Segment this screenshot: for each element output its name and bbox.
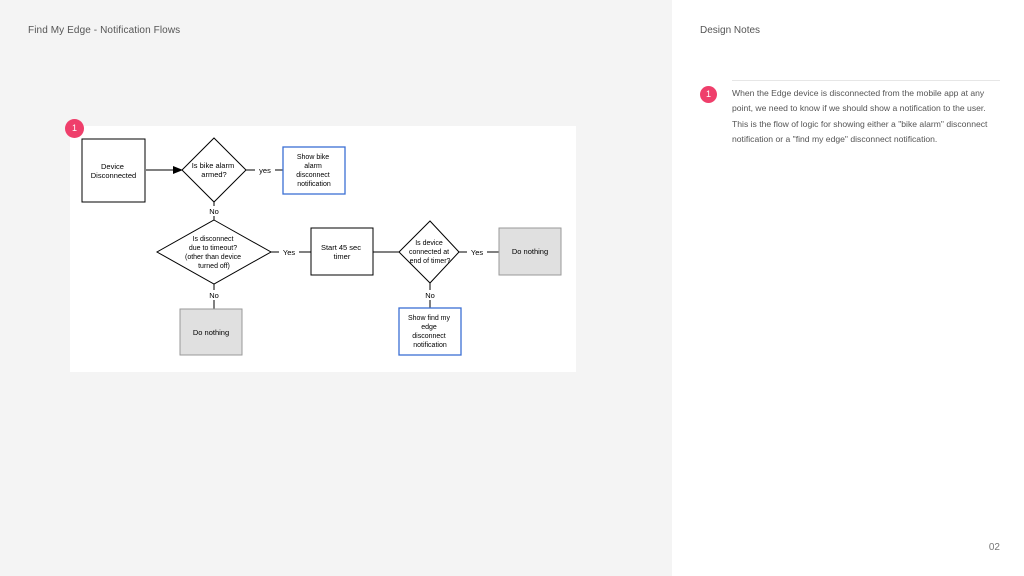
svg-text:Is device connected: Is device connected at end of timer? xyxy=(409,240,451,265)
note-text: When the Edge device is disconnected fro… xyxy=(732,88,988,144)
svg-text:Do nothing: Do nothing xyxy=(193,328,229,337)
design-notes-panel: Design Notes 1 When the Edge device is d… xyxy=(672,0,1024,576)
edge-label-armed-yes: yes xyxy=(259,166,271,175)
note-number-badge[interactable]: 1 xyxy=(700,86,717,103)
edge-label-connected-no: No xyxy=(425,291,435,300)
page-number: 02 xyxy=(988,542,1000,553)
node-do-nothing-right[interactable]: Do nothing xyxy=(498,227,562,276)
notes-divider xyxy=(732,80,1000,81)
notes-title: Design Notes xyxy=(700,25,761,36)
node-device-disconnected[interactable]: Device Disconnected xyxy=(81,138,146,203)
node-bike-alarm-armed-decision[interactable]: Is bike alarm armed? xyxy=(181,137,247,203)
svg-text:Show find my edge: Show find my edge disconnect notificatio… xyxy=(408,315,452,349)
svg-text:Device Disconnected: Device Disconnected xyxy=(91,162,136,180)
flowchart: yes No Yes No Yes No Device Discon xyxy=(81,137,562,356)
node-show-bike-alarm-notification[interactable]: Show bike alarm disconnect notification xyxy=(282,146,346,195)
node-device-connected-decision[interactable]: Is device connected at end of timer? xyxy=(398,220,460,284)
canvas-panel: Find My Edge - Notification Flows 1 yes … xyxy=(28,25,576,372)
edge-label-armed-no: No xyxy=(209,207,219,216)
flowchart-frame: yes No Yes No Yes No Device Discon xyxy=(70,126,576,372)
svg-text:Do nothing: Do nothing xyxy=(512,247,548,256)
node-disconnect-timeout-decision[interactable]: Is disconnect due to timeout? (other tha… xyxy=(155,219,273,285)
node-do-nothing-bottom[interactable]: Do nothing xyxy=(179,308,243,356)
svg-text:Is disconnect due to: Is disconnect due to timeout? (other tha… xyxy=(185,236,243,270)
edge-label-timeout-yes: Yes xyxy=(283,248,295,257)
edge-label-connected-yes: Yes xyxy=(471,248,483,257)
svg-text:Show bike alarm: Show bike alarm disconnect notification xyxy=(296,154,331,188)
svg-text:Start 45 sec timer: Start 45 sec timer xyxy=(321,243,363,261)
page-title: Find My Edge - Notification Flows xyxy=(28,25,181,36)
node-show-find-my-edge-notification[interactable]: Show find my edge disconnect notificatio… xyxy=(398,307,462,356)
flow-annotation-badge[interactable]: 1 xyxy=(65,119,84,138)
svg-text:Is bike alarm armed?: Is bike alarm armed? xyxy=(192,161,237,179)
edge-label-timeout-no: No xyxy=(209,291,219,300)
node-start-timer[interactable]: Start 45 sec timer xyxy=(310,227,374,276)
